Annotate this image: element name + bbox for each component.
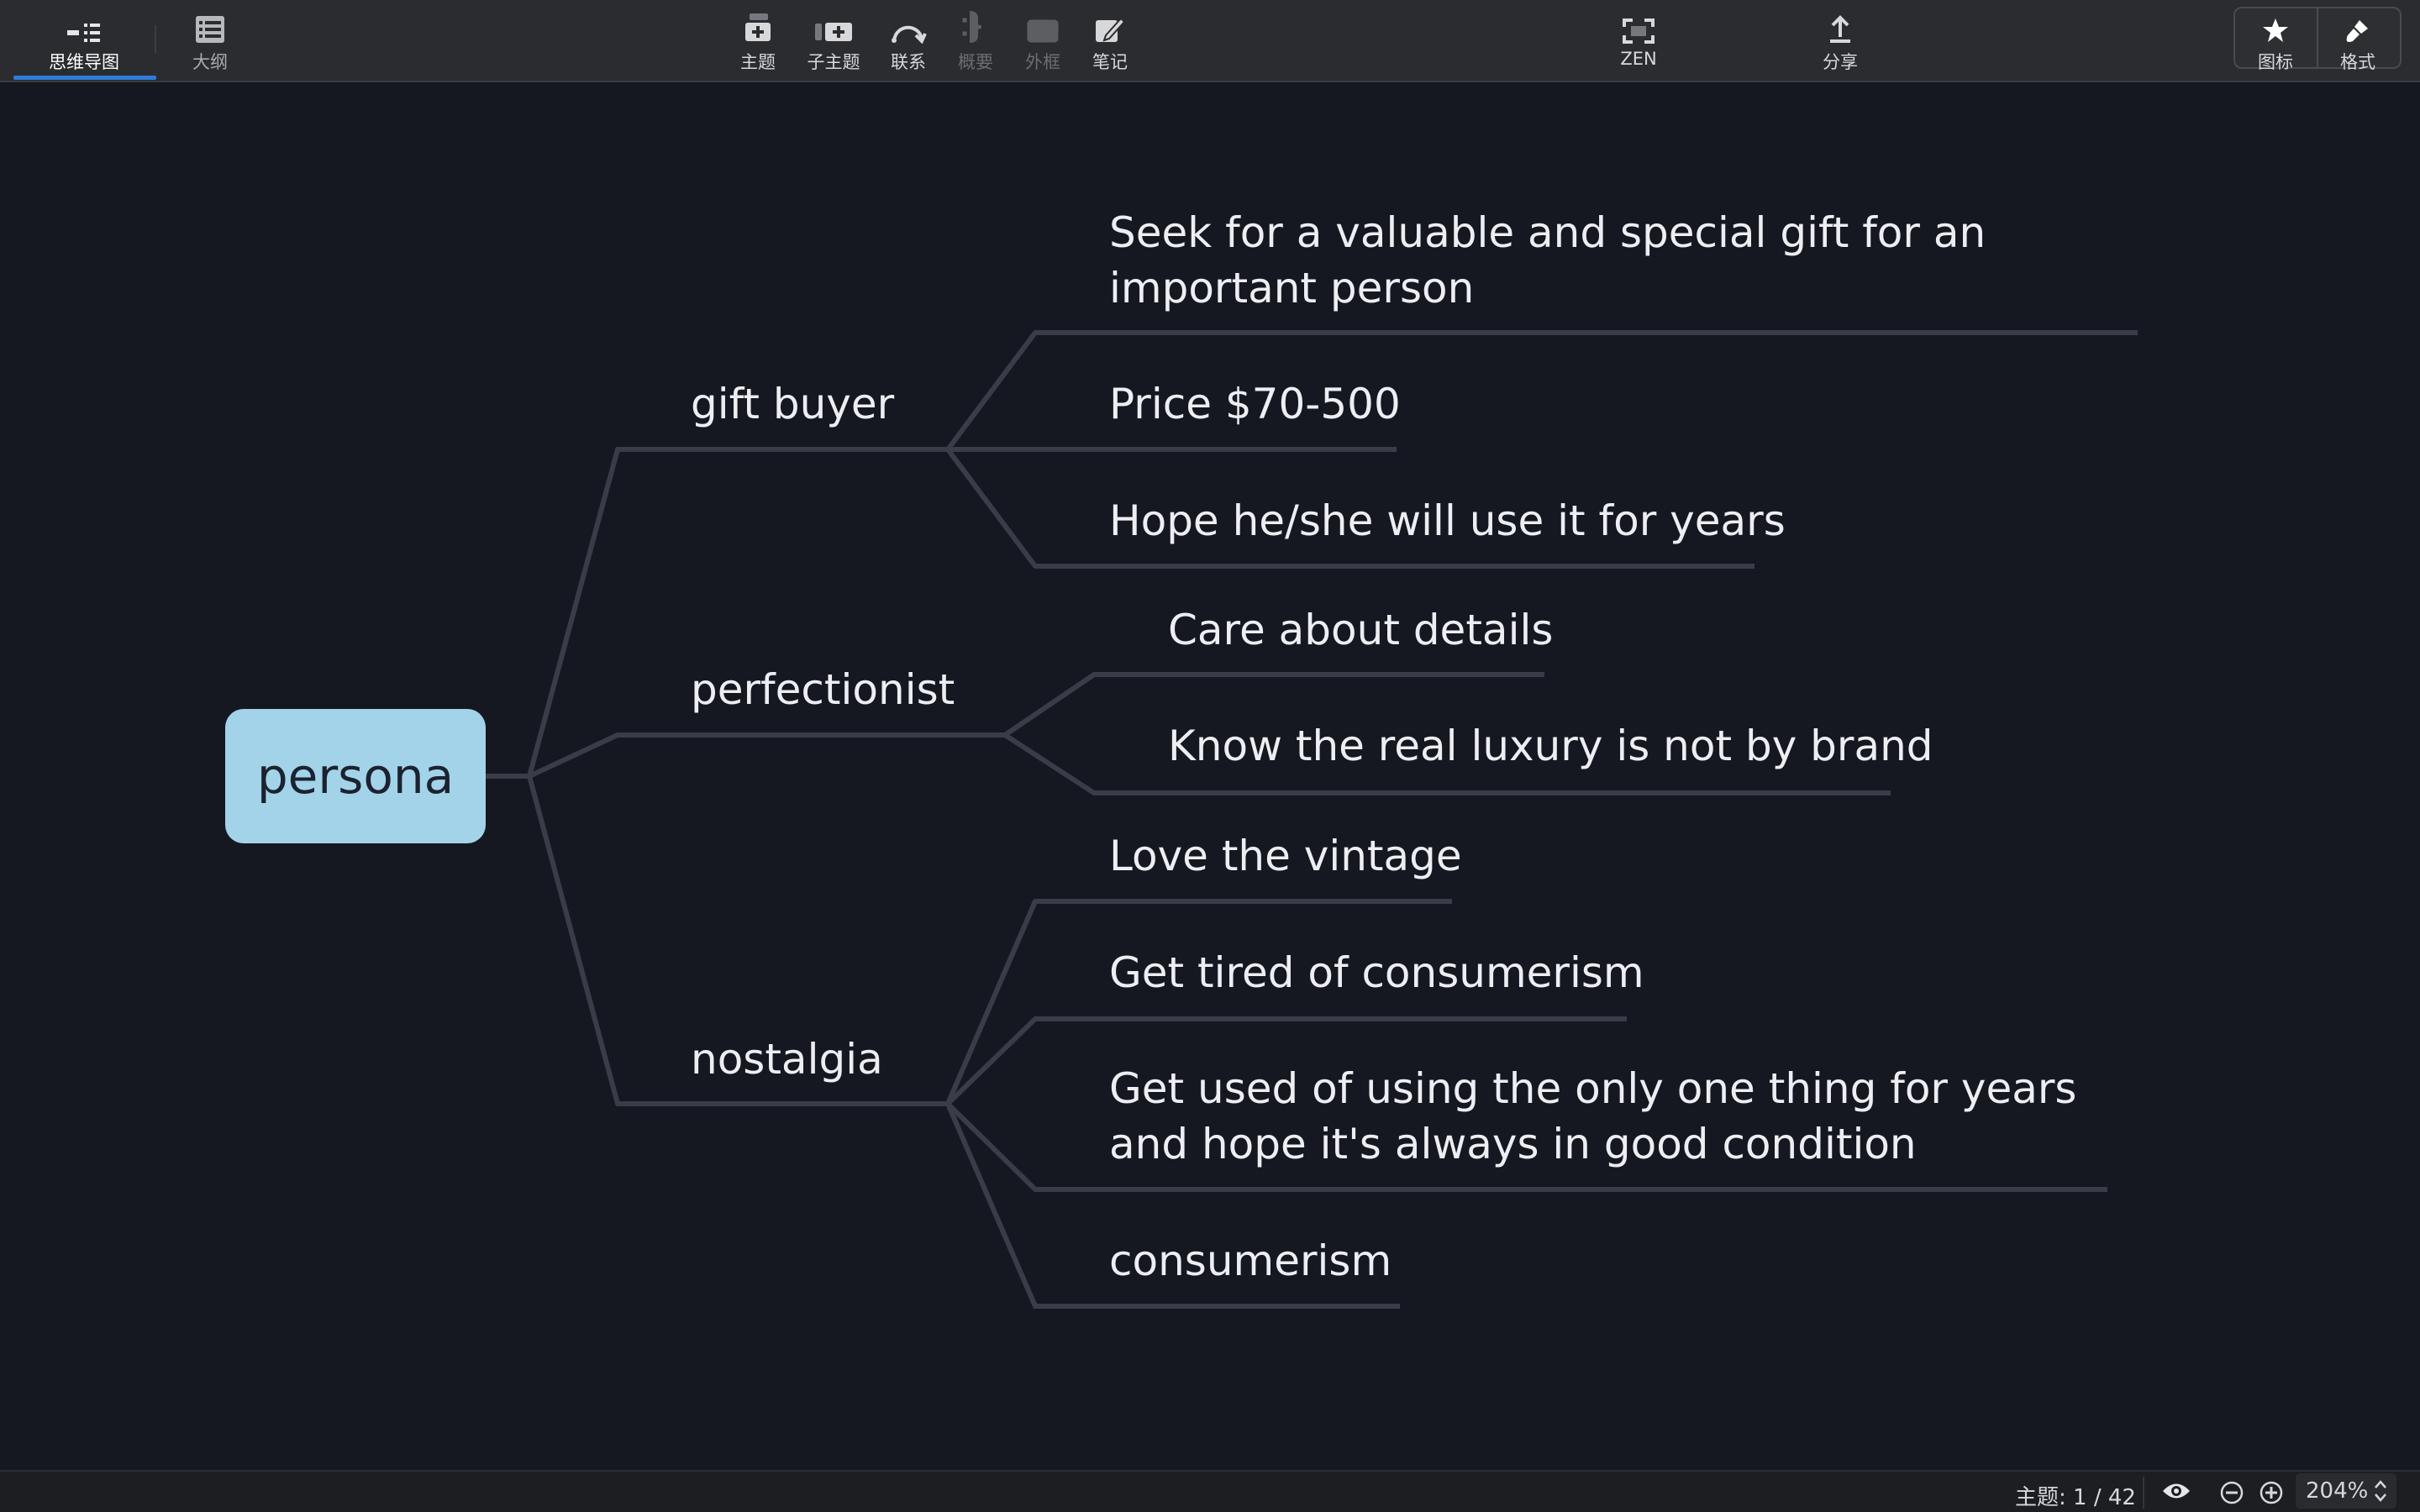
share-label: 分享	[1823, 52, 1858, 72]
outline-icon	[195, 0, 225, 44]
view-separator	[155, 25, 156, 54]
zoom-level-select[interactable]: 204%	[2296, 1473, 2396, 1509]
insert-relationship-button[interactable]: 联系	[876, 0, 941, 81]
zoom-in-icon[interactable]	[2259, 1480, 2284, 1511]
insert-subtopic-button[interactable]: 子主题	[798, 0, 869, 81]
view-mindmap-tab[interactable]: 思维导图	[42, 0, 126, 81]
subtopic-price[interactable]: Price $70-500	[1109, 380, 1401, 428]
subtopic-used-one-thing[interactable]: Get used of using the only one thing for…	[1109, 1064, 2077, 1168]
main-topic-perfectionist[interactable]: perfectionist	[691, 665, 955, 714]
mindmap-icon	[66, 0, 103, 44]
subtopic-tired-consumerism[interactable]: Get tired of consumerism	[1109, 948, 1644, 997]
connector-lines	[486, 330, 2138, 1309]
icons-panel-button[interactable]: 图标	[2235, 0, 2316, 81]
main-topic-gift-buyer[interactable]: gift buyer	[691, 380, 895, 428]
insert-summary-button[interactable]: 概要	[944, 0, 1007, 81]
main-topic-nostalgia[interactable]: nostalgia	[691, 1035, 883, 1084]
summary-icon	[961, 0, 990, 44]
share-upload-icon	[1828, 0, 1853, 44]
insert-note-label: 笔记	[1092, 52, 1128, 72]
subtopic-icon	[814, 0, 853, 44]
topic-count: 主题: 1 / 42	[2015, 1485, 2136, 1510]
subtopic-use-for-years[interactable]: Hope he/she will use it for years	[1109, 496, 1786, 545]
format-panel-label: 格式	[2340, 52, 2375, 72]
status-separator	[2143, 1477, 2144, 1509]
view-outline-label: 大纲	[192, 52, 228, 72]
panel-toggle-group	[2233, 7, 2402, 69]
brush-icon	[2344, 0, 2371, 44]
share-button[interactable]: 分享	[1807, 0, 1874, 81]
insert-boundary-button[interactable]: 外框	[1012, 0, 1074, 81]
stepper-arrows-icon	[2373, 1478, 2388, 1509]
panel-toggle-divider	[2317, 8, 2318, 67]
subtopic-seek-gift[interactable]: Seek for a valuable and special gift for…	[1109, 208, 1986, 312]
central-topic-text: persona	[256, 748, 455, 805]
insert-boundary-label: 外框	[1025, 52, 1060, 72]
note-icon	[1094, 0, 1126, 44]
insert-topic-button[interactable]: 主题	[724, 0, 792, 81]
subtopic-care-details[interactable]: Care about details	[1168, 606, 1554, 654]
subtopic-real-luxury[interactable]: Know the real luxury is not by brand	[1168, 722, 1933, 770]
zen-label: ZEN	[1620, 49, 1657, 69]
view-outline-tab[interactable]: 大纲	[168, 0, 252, 81]
zen-fullscreen-icon	[1623, 0, 1655, 44]
zoom-level-value: 204%	[2306, 1478, 2369, 1504]
insert-subtopic-label: 子主题	[807, 52, 860, 72]
topic-icon	[743, 0, 773, 44]
insert-relationship-label: 联系	[891, 52, 926, 72]
insert-note-button[interactable]: 笔记	[1077, 0, 1143, 81]
zoom-out-icon[interactable]	[2219, 1480, 2244, 1511]
view-mindmap-label: 思维导图	[49, 52, 119, 72]
star-icon	[2262, 0, 2289, 44]
insert-topic-label: 主题	[740, 52, 776, 72]
subtopic-consumerism[interactable]: consumerism	[1109, 1236, 1392, 1285]
zen-mode-button[interactable]: ZEN	[1605, 0, 1672, 81]
relationship-icon	[890, 0, 927, 44]
toolbar: 思维导图 大纲 主题 子主题 联系 概要 外框	[0, 0, 2420, 82]
eye-icon[interactable]	[2161, 1478, 2191, 1509]
central-topic[interactable]: persona	[225, 709, 486, 843]
boundary-icon	[1026, 0, 1060, 44]
status-bar: 主题: 1 / 42 204%	[0, 1470, 2420, 1512]
icons-panel-label: 图标	[2258, 52, 2293, 72]
active-view-indicator	[13, 76, 156, 80]
mindmap-canvas[interactable]: persona gift buyer perfectionist nostalg…	[0, 82, 2420, 1470]
subtopic-love-vintage[interactable]: Love the vintage	[1109, 832, 1462, 880]
insert-summary-label: 概要	[958, 52, 993, 72]
format-panel-button[interactable]: 格式	[2317, 0, 2398, 81]
